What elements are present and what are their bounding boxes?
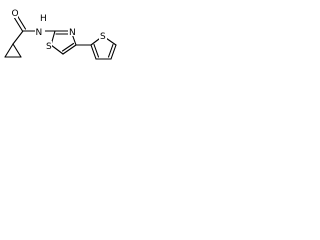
- thiazole-sulfur-label: S: [46, 42, 52, 52]
- bond-c4-c5-a: [62, 44, 77, 55]
- bond-cp-1: [4, 43, 14, 58]
- bond-tp-c4-c5-b: [107, 43, 114, 58]
- bond-carbonyl-oxygen-a: [13, 17, 24, 32]
- bond-tp-c4-c5-a: [110, 44, 117, 60]
- bond-carbonyl-oxygen-b: [16, 15, 27, 30]
- chemical-structure: O N H N S S: [4, 8, 117, 60]
- thiophene-ring: [90, 35, 117, 60]
- bond-tp-c2-c3-a: [90, 44, 97, 60]
- bond-cp-3: [12, 43, 22, 58]
- bond-c5-s1: [50, 44, 64, 55]
- amide-group: [12, 15, 56, 45]
- oxygen-label: O: [12, 9, 19, 19]
- amide-nitrogen-label: N: [36, 28, 43, 38]
- bond-c4-c5-b: [61, 42, 75, 52]
- bond-tp-c2-c3-b: [93, 43, 100, 58]
- thiazole-nitrogen-label: N: [69, 28, 76, 38]
- cyclopropyl-ring: [4, 43, 22, 58]
- thiophene-sulfur-label: S: [100, 32, 106, 42]
- amide-hydrogen-label: H: [40, 14, 47, 24]
- atom-labels: O N H N S S: [11, 8, 107, 52]
- bond-cp-carbonyl: [12, 30, 24, 45]
